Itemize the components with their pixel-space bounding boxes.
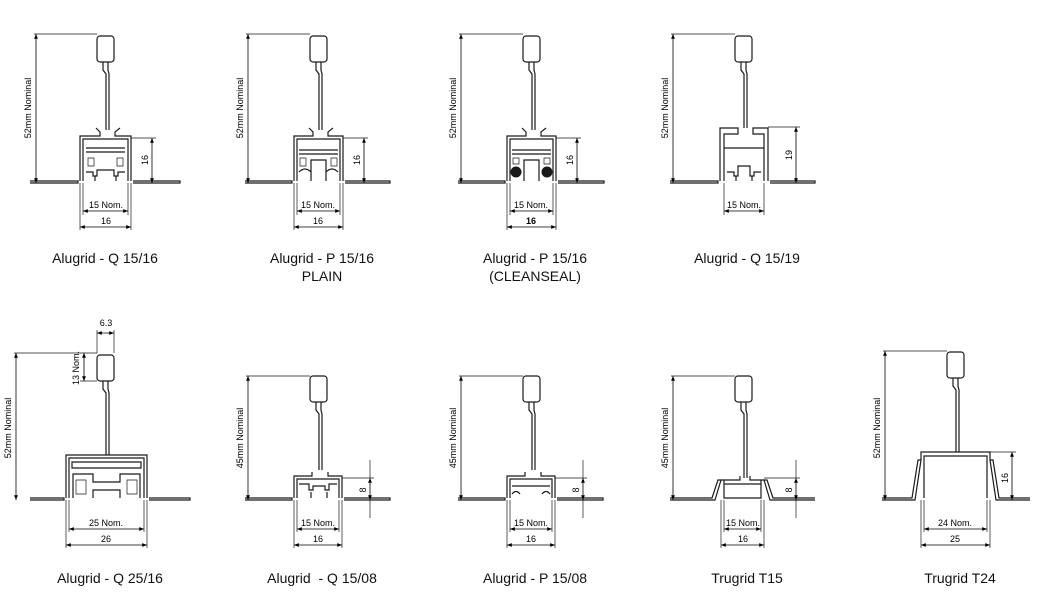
inner-label: 15 Nom. bbox=[514, 200, 548, 210]
width-label: 16 bbox=[313, 534, 323, 544]
width-label: 16 bbox=[526, 534, 536, 544]
inner-label: 15 Nom. bbox=[727, 200, 761, 210]
inner-label: 15 Nom. bbox=[514, 518, 548, 528]
profile-alugrid-p-15-16-plain: 52mm Nominal 16 15 Nom. 16 Alugrid - P 1… bbox=[235, 33, 391, 284]
profile-name: Trugrid T15 bbox=[711, 570, 783, 586]
height-label: 52mm Nominal bbox=[660, 78, 670, 139]
inner-label: 15 Nom. bbox=[301, 200, 335, 210]
side-label: 8 bbox=[571, 487, 581, 492]
width-label: 16 bbox=[101, 216, 111, 226]
profile-alugrid-q-15-16: 52mm Nominal 16 15 Nom. 16 Alugrid - Q 1… bbox=[23, 33, 181, 266]
width-label: 16 bbox=[313, 216, 323, 226]
inner-label: 15 Nom. bbox=[726, 518, 760, 528]
profile-name-line2: (CLEANSEAL) bbox=[489, 268, 581, 284]
profile-alugrid-q-15-19: 52mm Nominal 19 15 Nom. Alugrid - Q 15/1… bbox=[660, 33, 816, 266]
profile-name: Alugrid - Q 15/16 bbox=[52, 250, 158, 266]
side-label: 16 bbox=[1000, 473, 1010, 483]
height-label: 52mm Nominal bbox=[235, 78, 245, 139]
width-label: 16 bbox=[738, 534, 748, 544]
profile-name: Alugrid - Q 15/19 bbox=[694, 250, 800, 266]
inner-label: 25 Nom. bbox=[89, 518, 123, 528]
height-label: 52mm Nominal bbox=[448, 78, 458, 139]
profile-name: Trugrid T24 bbox=[924, 570, 996, 586]
height-label: 52mm Nominal bbox=[23, 78, 33, 139]
profile-trugrid-t15: 45mm Nominal 8 15 Nom. 16 Trugrid T15 bbox=[660, 375, 815, 586]
height-label: 45mm Nominal bbox=[235, 408, 245, 469]
profile-name: Alugrid - P 15/16 bbox=[483, 250, 587, 266]
width-label: 25 bbox=[950, 534, 960, 544]
profile-alugrid-p-15-16-cleanseal: 52mm Nominal 16 15 Nom. 16 Alugrid - P 1… bbox=[448, 33, 605, 284]
height-label: 52mm Nominal bbox=[872, 398, 882, 459]
side-label: 19 bbox=[784, 150, 794, 160]
side-label: 8 bbox=[784, 487, 794, 492]
height-label: 45mm Nominal bbox=[660, 408, 670, 469]
inner-label: 15 Nom. bbox=[301, 518, 335, 528]
profile-alugrid-q-25-16: 52mm Nominal 6.3 13 Nom. 25 Nom. 26 Alug… bbox=[3, 318, 191, 586]
height-label: 52mm Nominal bbox=[3, 398, 13, 459]
width-label: 26 bbox=[101, 534, 111, 544]
side-label: 16 bbox=[565, 155, 575, 165]
side-label: 16 bbox=[140, 155, 150, 165]
inner-label: 15 Nom. bbox=[89, 200, 123, 210]
profile-name: Alugrid - P 15/08 bbox=[483, 570, 587, 586]
top-height-label: 13 Nom. bbox=[71, 351, 81, 385]
profile-name: Alugrid - P 15/16 bbox=[270, 250, 374, 266]
side-label: 16 bbox=[352, 155, 362, 165]
height-label: 45mm Nominal bbox=[448, 408, 458, 469]
profile-alugrid-p-15-08: 45mm Nominal 8 15 Nom. 16 Alugrid - P 15… bbox=[448, 375, 604, 586]
top-width-label: 6.3 bbox=[100, 318, 113, 328]
profile-alugrid-q-15-08: 45mm Nominal 8 15 Nom. 16 Alugrid - Q 15… bbox=[235, 375, 391, 586]
inner-label: 24 Nom. bbox=[938, 518, 972, 528]
profile-name: Alugrid - Q 25/16 bbox=[57, 570, 163, 586]
width-label: 16 bbox=[526, 216, 536, 226]
profile-trugrid-t24: 52mm Nominal 16 24 Nom. 25 Trugrid T24 bbox=[872, 350, 1030, 586]
side-label: 8 bbox=[358, 487, 368, 492]
profile-name: Alugrid - Q 15/08 bbox=[267, 570, 377, 586]
profile-name-line2: PLAIN bbox=[302, 268, 342, 284]
